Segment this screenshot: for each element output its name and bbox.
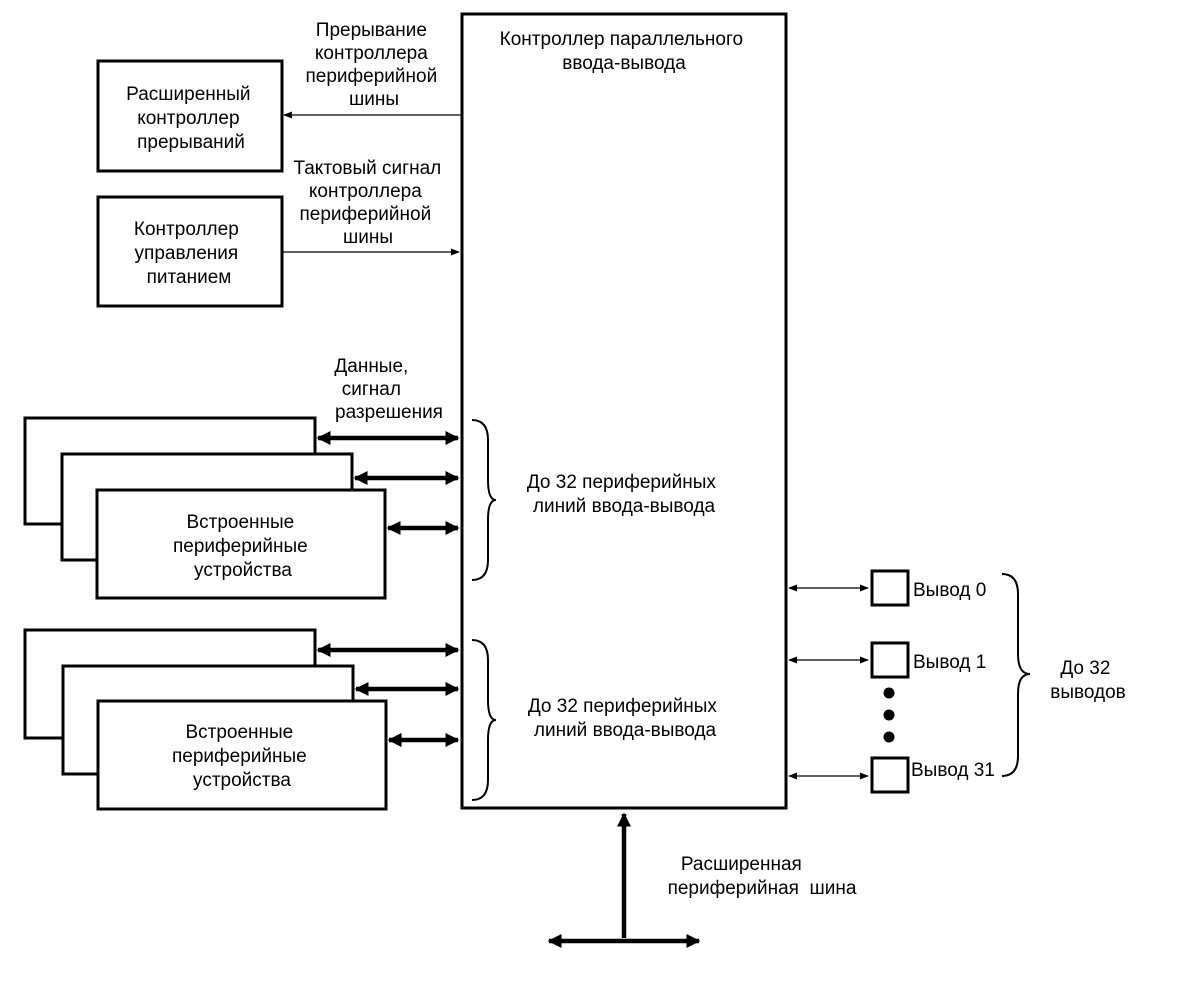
pio-controller-title: Контроллер параллельного ввода-вывода bbox=[500, 29, 749, 74]
pin31-box bbox=[870, 756, 910, 794]
peripheral-box-front bbox=[95, 488, 387, 600]
peripherals-label-1: Встроенные периферийные устройства bbox=[173, 512, 313, 581]
brace-io-1 bbox=[471, 419, 497, 581]
pio-controller-block bbox=[460, 12, 788, 810]
interrupt-signal-label: Прерывание контроллера периферийной шины bbox=[306, 20, 443, 110]
power-controller-label: Контроллер управления питанием bbox=[134, 219, 244, 288]
pin0-label: Вывод 0 bbox=[913, 580, 986, 601]
brace-pins bbox=[1001, 573, 1031, 777]
interrupt-controller-block bbox=[96, 59, 284, 173]
peripherals-stack-2 bbox=[23, 628, 388, 811]
power-controller-block bbox=[96, 195, 284, 308]
io-lines-label-2: До 32 периферийных линий ввода-вывода bbox=[528, 696, 722, 741]
interrupt-controller-label: Расширенный контроллер прерываний bbox=[126, 84, 256, 153]
pin1-box bbox=[870, 641, 910, 679]
data-signal-label: Данные, сигнал разрешения bbox=[334, 356, 443, 423]
pin1-label: Вывод 1 bbox=[913, 652, 986, 673]
brace-io-2 bbox=[471, 639, 497, 801]
pins-total-label: До 32 выводов bbox=[1050, 658, 1126, 703]
pin0-box bbox=[870, 569, 910, 607]
peripheral-box-front bbox=[96, 699, 388, 811]
ellipsis-dots bbox=[883, 687, 895, 743]
peripherals-label-2: Встроенные периферийные устройства bbox=[172, 722, 312, 791]
apb-label: Расширенная периферийная шина bbox=[668, 854, 857, 899]
io-lines-label-1: До 32 периферийных линий ввода-вывода bbox=[527, 472, 721, 517]
peripherals-stack-1 bbox=[23, 416, 387, 600]
clock-signal-label: Тактовый сигнал контроллера периферийной… bbox=[293, 158, 446, 248]
pin31-label: Вывод 31 bbox=[911, 760, 995, 781]
